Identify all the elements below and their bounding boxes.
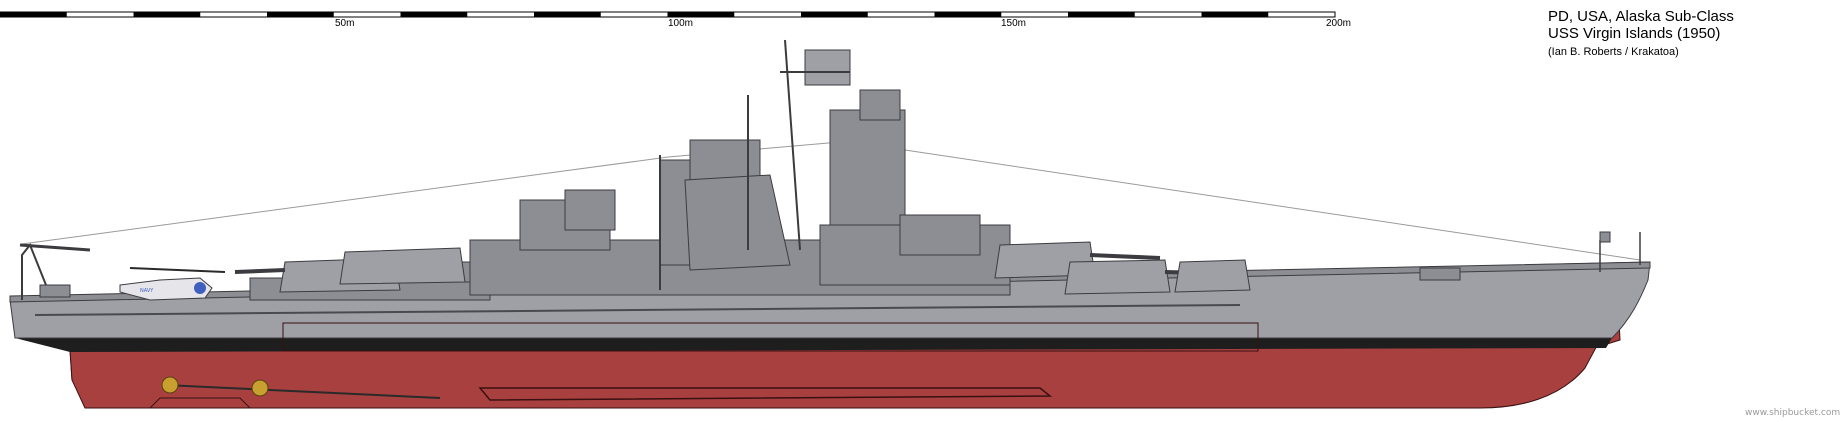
forward-secondary-turret xyxy=(1174,259,1251,293)
radar-antenna xyxy=(780,49,851,86)
armor-belt xyxy=(282,322,1259,352)
hull-belt-line xyxy=(34,304,1241,316)
author-credit: (Ian B. Roberts / Krakatoa) xyxy=(1548,46,1679,58)
ship-class-title: PD, USA, Alaska Sub-Class xyxy=(1548,8,1734,25)
aft-crane xyxy=(19,243,91,300)
scale-bar-segment xyxy=(1068,12,1135,17)
masts xyxy=(659,39,801,290)
scale-bar-outline xyxy=(0,11,1336,18)
scale-bar-segment xyxy=(0,12,67,17)
helicopter: NAVY xyxy=(119,267,226,301)
watermark-text: www.shipbucket.com xyxy=(1745,408,1841,418)
bilge-keel xyxy=(478,387,1053,401)
scale-bar-segment xyxy=(934,12,1002,17)
scale-bar xyxy=(0,11,1336,18)
scale-tick-50m: 50m xyxy=(335,18,355,29)
ship-name-title: USS Virgin Islands (1950) xyxy=(1548,25,1721,42)
scale-bar-segment xyxy=(667,12,735,17)
scale-tick-200m: 200m xyxy=(1326,18,1352,29)
scale-bar-segment xyxy=(133,12,201,17)
lower-hull-main xyxy=(69,339,1601,409)
forward-superstructure xyxy=(819,89,1011,286)
title-block: PD, USA, Alaska Sub-Class USS Virgin Isl… xyxy=(1548,8,1734,60)
helicopter-marking: NAVY xyxy=(140,288,154,294)
propeller-shaft xyxy=(164,384,441,399)
aft-main-turret-4 xyxy=(339,247,466,285)
scale-tick-150m: 150m xyxy=(1001,18,1027,29)
scale-bar-segments xyxy=(0,12,1269,17)
scale-bar-segment xyxy=(801,12,868,17)
funnel xyxy=(684,174,791,271)
scale-bar-segment xyxy=(534,12,601,17)
bow-equipment xyxy=(1419,231,1641,281)
scale-bar-segment xyxy=(1201,12,1269,17)
scale-tick-100m: 100m xyxy=(668,18,694,29)
scale-bar-segment xyxy=(267,12,334,17)
scale-bar-segment xyxy=(400,12,468,17)
boot-top-stripe xyxy=(15,338,1612,352)
propeller-forward xyxy=(251,379,269,397)
propeller-aft xyxy=(161,376,179,394)
